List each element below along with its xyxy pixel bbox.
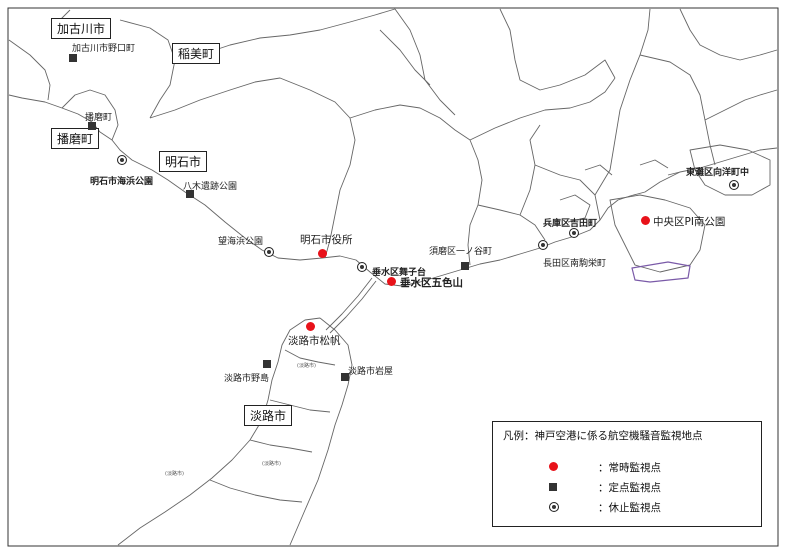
akashi-bridge (325, 277, 377, 334)
label-harima-cho: 播磨町 (85, 113, 113, 123)
label-akashi-shiyakusho: 明石市役所 (300, 234, 353, 246)
label-tarumi-maiko: 垂水区舞子台 (372, 268, 427, 278)
legend-title: 凡例：神戸空港に係る航空機騒音監視地点 (503, 430, 703, 442)
boundary-nishi-kita (394, 8, 456, 116)
boundary-north2 (679, 8, 778, 61)
tiny-label-3: (淡路市) (165, 471, 184, 477)
marker-boukaihama (264, 247, 274, 257)
port-island (609, 194, 706, 273)
label-suma-ichinotani: 須磨区一ノ谷町 (429, 247, 493, 257)
marker-awaji-iwaya (341, 373, 349, 381)
boundary-chuo (594, 8, 651, 196)
label-awaji-iwaya: 淡路市岩屋 (348, 367, 394, 377)
marker-tarumi-maiko (357, 262, 367, 272)
label-akashi-kaihin: 明石市海浜公園 (90, 177, 154, 187)
boundary-harima (61, 89, 119, 141)
marker-chuo-pi (641, 216, 650, 225)
label-hyogo-yoshida: 兵庫区吉田町 (543, 219, 598, 229)
legend-suspended-icon (549, 502, 559, 512)
marker-akashi-kaihin (117, 155, 127, 165)
boundary-kakogawa-west (8, 39, 51, 101)
legend: 凡例：神戸空港に係る航空機騒音監視地点 ：常時監視点 ：定点監視点 ：休止監視点 (492, 421, 762, 527)
label-kakogawa-noguchi: 加古川市野口町 (72, 44, 136, 54)
boundary-north (499, 8, 616, 91)
marker-awaji-matsuho (306, 322, 315, 331)
marker-tarumi-goshiki (387, 277, 396, 286)
label-awaji-matsuho: 淡路市松帆 (288, 335, 341, 347)
marker-hyogo-yoshida (569, 228, 579, 238)
city-box-awaji: 淡路市 (244, 405, 293, 426)
boundary-higashinada (704, 89, 778, 121)
label-chuo-pi: 中央区PI南公園 (653, 216, 726, 228)
city-box-inami: 稲美町 (172, 43, 221, 64)
marker-higashinada (729, 180, 739, 190)
label-yagi-iseki: 八木遺跡公園 (183, 182, 238, 192)
boundary-inami-akashi (149, 77, 356, 259)
marker-awaji-nojima (263, 360, 271, 368)
boundary-awaji-1 (284, 349, 336, 366)
boundary-awaji-2 (269, 399, 331, 413)
label-awaji-nojima: 淡路市野島 (224, 374, 270, 384)
marker-nagata-minamikoma (538, 240, 548, 250)
marker-kakogawa-noguchi (69, 54, 77, 62)
boundary-kita-west (469, 77, 616, 141)
marker-akashi-shiyakusho (318, 249, 327, 258)
kobe-airport (631, 261, 691, 283)
legend-suspended-label: ：休止監視点 (598, 502, 661, 514)
label-higashinada: 東灘区向洋町中 (686, 168, 750, 178)
legend-continuous-icon (549, 462, 558, 471)
legend-fixed-icon (549, 483, 557, 491)
legend-fixed-label: ：定点監視点 (598, 482, 661, 494)
harbor-piers (559, 159, 681, 223)
city-box-harima: 播磨町 (51, 128, 100, 149)
boundary-hyogo (534, 164, 601, 221)
boundary-awaji-4 (209, 479, 303, 503)
marker-suma-ichinotani (461, 262, 469, 270)
tiny-label-2: (淡路市) (262, 461, 281, 467)
label-tarumi-goshiki: 垂水区五色山 (400, 277, 463, 289)
marker-harima-cho (88, 122, 96, 130)
marker-yagi-iseki (186, 190, 194, 198)
boundary-small-1 (379, 29, 431, 86)
label-boukaihama: 望海浜公園 (218, 237, 264, 247)
label-nagata-minamikoma: 長田区南駒栄町 (543, 259, 607, 269)
legend-continuous-label: ：常時監視点 (598, 462, 661, 474)
boundary-nada (639, 54, 716, 166)
rokko-island (689, 144, 771, 196)
city-box-kakogawa: 加古川市 (51, 18, 112, 39)
boundary-awaji-3 (249, 439, 313, 453)
tiny-label-1: (淡路市) (297, 363, 316, 369)
coastline-mainland (8, 94, 778, 287)
city-box-akashi: 明石市 (159, 151, 208, 172)
